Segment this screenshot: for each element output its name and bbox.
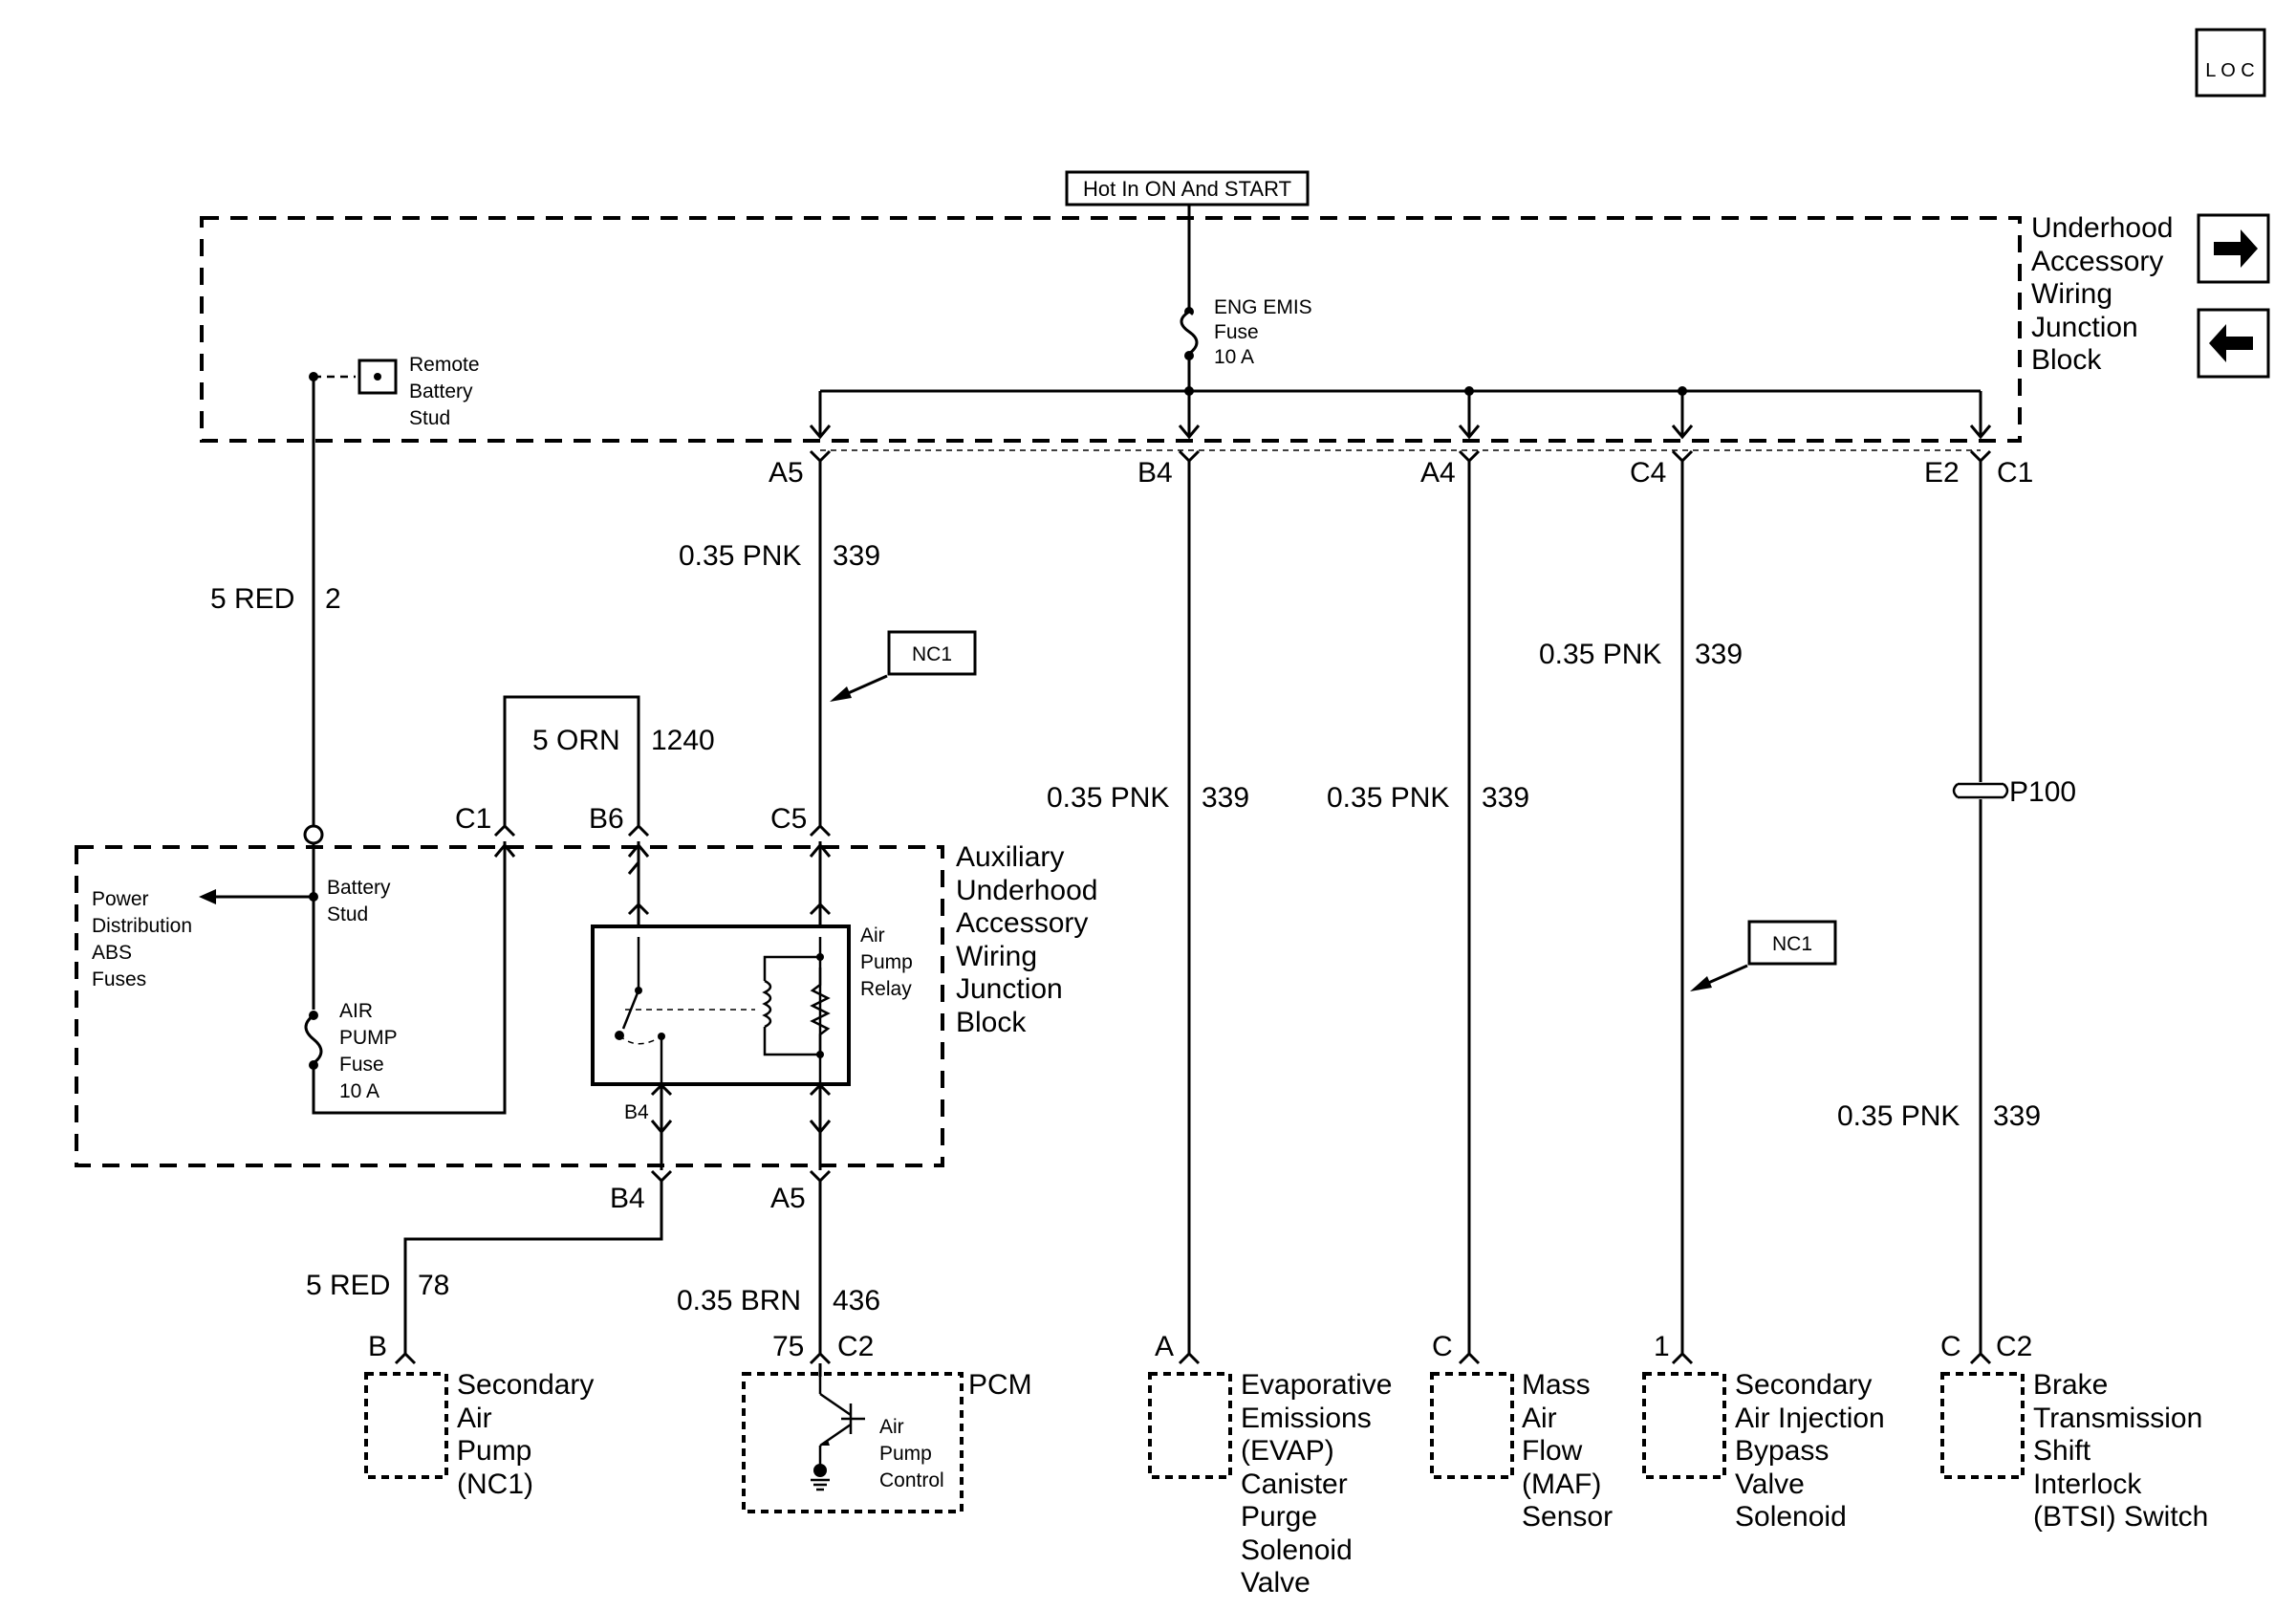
arrow-left-icon[interactable]: [2197, 308, 2270, 379]
svg-text:NC1: NC1: [1772, 933, 1812, 955]
evap-canister-purge-solenoid: Evaporative Emissions (EVAP) Canister Pu…: [1148, 1369, 1400, 1599]
svg-text:ENG EMIS Fuse 10 A: ENG EMIS Fuse 10 A: [1214, 296, 1318, 368]
svg-text:E2: E2: [1924, 457, 1960, 489]
svg-text:5 RED: 5 RED: [210, 583, 294, 615]
svg-text:Brake Transmission: Brake Transmission Shift Interlock (BTSI…: [2033, 1369, 2211, 1533]
svg-text:C1: C1: [455, 803, 491, 835]
svg-text:339: 339: [1993, 1100, 2041, 1132]
maf-sensor: Mass Air Flow (MAF) Sensor: [1430, 1369, 1613, 1533]
svg-text:C5: C5: [770, 803, 807, 835]
svg-text:1240: 1240: [651, 725, 715, 756]
wire-5-red-78: [403, 1181, 663, 1354]
wire-5-orn-1240: [503, 695, 640, 827]
svg-text:5 ORN: 5 ORN: [532, 725, 620, 756]
aux-junction-block: [75, 845, 944, 1167]
svg-text:C: C: [1432, 1331, 1453, 1362]
svg-text:Secondary Air Injection: Secondary Air Injection Bypass Valve Sol…: [1735, 1369, 1893, 1533]
power-distribution-label: Power Distribution ABS Fuses: [92, 888, 198, 990]
svg-text:0.35 PNK: 0.35 PNK: [1327, 782, 1449, 814]
aux-top-connector-marks: [493, 823, 832, 838]
power-source-label: Hot In ON And START: [1065, 170, 1310, 207]
svg-text:0.35 PNK: 0.35 PNK: [1047, 782, 1169, 814]
relay-internals: [615, 937, 831, 1084]
svg-text:A4: A4: [1420, 457, 1456, 489]
svg-text:339: 339: [833, 540, 880, 572]
svg-text:0.35 PNK: 0.35 PNK: [1539, 639, 1661, 670]
svg-text:0.35 BRN: 0.35 BRN: [677, 1285, 801, 1316]
eng-emis-fuse: ENG EMIS Fuse 10 A: [1177, 296, 1318, 368]
svg-text:B6: B6: [589, 803, 624, 835]
svg-text:B4: B4: [1137, 457, 1173, 489]
svg-text:Remote Battery Stu: Remote Battery Stud: [409, 354, 485, 429]
svg-text:2: 2: [325, 583, 341, 615]
svg-text:C2: C2: [837, 1331, 874, 1362]
nc1-tag: NC1: [830, 630, 977, 702]
top-connector-labels: A5 B4 A4 C4 E2 C1: [769, 457, 2033, 489]
svg-text:C4: C4: [1630, 457, 1666, 489]
svg-text:Hot In ON And START: Hot In ON And START: [1083, 177, 1291, 201]
svg-text:P100: P100: [2009, 776, 2076, 808]
aux-connector-labels: C1 B6 C5: [455, 803, 807, 835]
svg-text:A5: A5: [770, 1183, 806, 1214]
p100-splice: P100: [1952, 776, 2076, 808]
svg-text:Mass Air Flow: Mass Air Flow (MAF) Sensor: [1522, 1369, 1613, 1533]
aux-block-label: Auxiliary Underhood Accessory Wiring Jun…: [956, 841, 1106, 1038]
svg-text:1: 1: [1654, 1331, 1670, 1362]
svg-text:A: A: [1155, 1331, 1174, 1362]
air-pump-fuse: AIR PUMP Fuse 10 A: [304, 1000, 402, 1102]
pcm: PCM Air Pump Control: [742, 1363, 1032, 1513]
svg-text:B4: B4: [624, 1101, 649, 1123]
svg-text:C2: C2: [1996, 1331, 2032, 1362]
svg-text:436: 436: [833, 1285, 880, 1316]
svg-text:Air Pump Control: Air Pump Control: [879, 1416, 944, 1491]
svg-text:339: 339: [1695, 639, 1743, 670]
svg-text:339: 339: [1202, 782, 1249, 814]
battery-stud-label: Battery Stud: [327, 877, 396, 925]
bus-drops: [809, 391, 1992, 440]
secondary-air-pump: Secondary Air Pump (NC1): [364, 1369, 602, 1500]
remote-battery-stud: Remote Battery Stud: [309, 354, 485, 429]
svg-text:75: 75: [772, 1331, 804, 1362]
svg-text:AIR PUMP Fuse: AIR PUMP Fuse 10 A: [339, 1000, 402, 1102]
btsi-switch: Brake Transmission Shift Interlock (BTSI…: [1940, 1369, 2211, 1533]
loc-icon: L O C: [2195, 28, 2266, 98]
secondary-air-injection-bypass-valve: Secondary Air Injection Bypass Valve Sol…: [1642, 1369, 1893, 1533]
svg-text:NC1: NC1: [912, 643, 952, 665]
top-connector-marks: [809, 449, 1992, 464]
air-pump-relay: [591, 925, 851, 1086]
svg-text:B4: B4: [610, 1183, 645, 1214]
svg-text:PCM: PCM: [968, 1369, 1032, 1401]
svg-text:A5: A5: [769, 457, 804, 489]
svg-text:C1: C1: [1997, 457, 2033, 489]
svg-text:B: B: [368, 1331, 387, 1362]
svg-text:Secondary Air Pump: Secondary Air Pump (NC1): [457, 1369, 602, 1500]
svg-text:C: C: [1940, 1331, 1961, 1362]
svg-text:78: 78: [418, 1270, 449, 1301]
svg-text:5 RED: 5 RED: [306, 1270, 390, 1301]
arrow-right-icon[interactable]: [2197, 213, 2270, 284]
relay-label: Air Pump Relay: [860, 925, 919, 1000]
svg-text:L O C: L O C: [2205, 60, 2255, 81]
svg-text:339: 339: [1482, 782, 1529, 814]
underhood-block-label: Underhood Accessory Wiring Junction Bloc…: [2031, 212, 2181, 376]
svg-text:Evaporative Emissions: Evaporative Emissions (EVAP) Canister Pu…: [1241, 1369, 1400, 1599]
nc1-tag-2: NC1: [1690, 920, 1837, 991]
svg-text:0.35 PNK: 0.35 PNK: [679, 540, 801, 572]
svg-text:0.35 PNK: 0.35 PNK: [1837, 1100, 1960, 1132]
underhood-junction-block: [200, 216, 2022, 443]
